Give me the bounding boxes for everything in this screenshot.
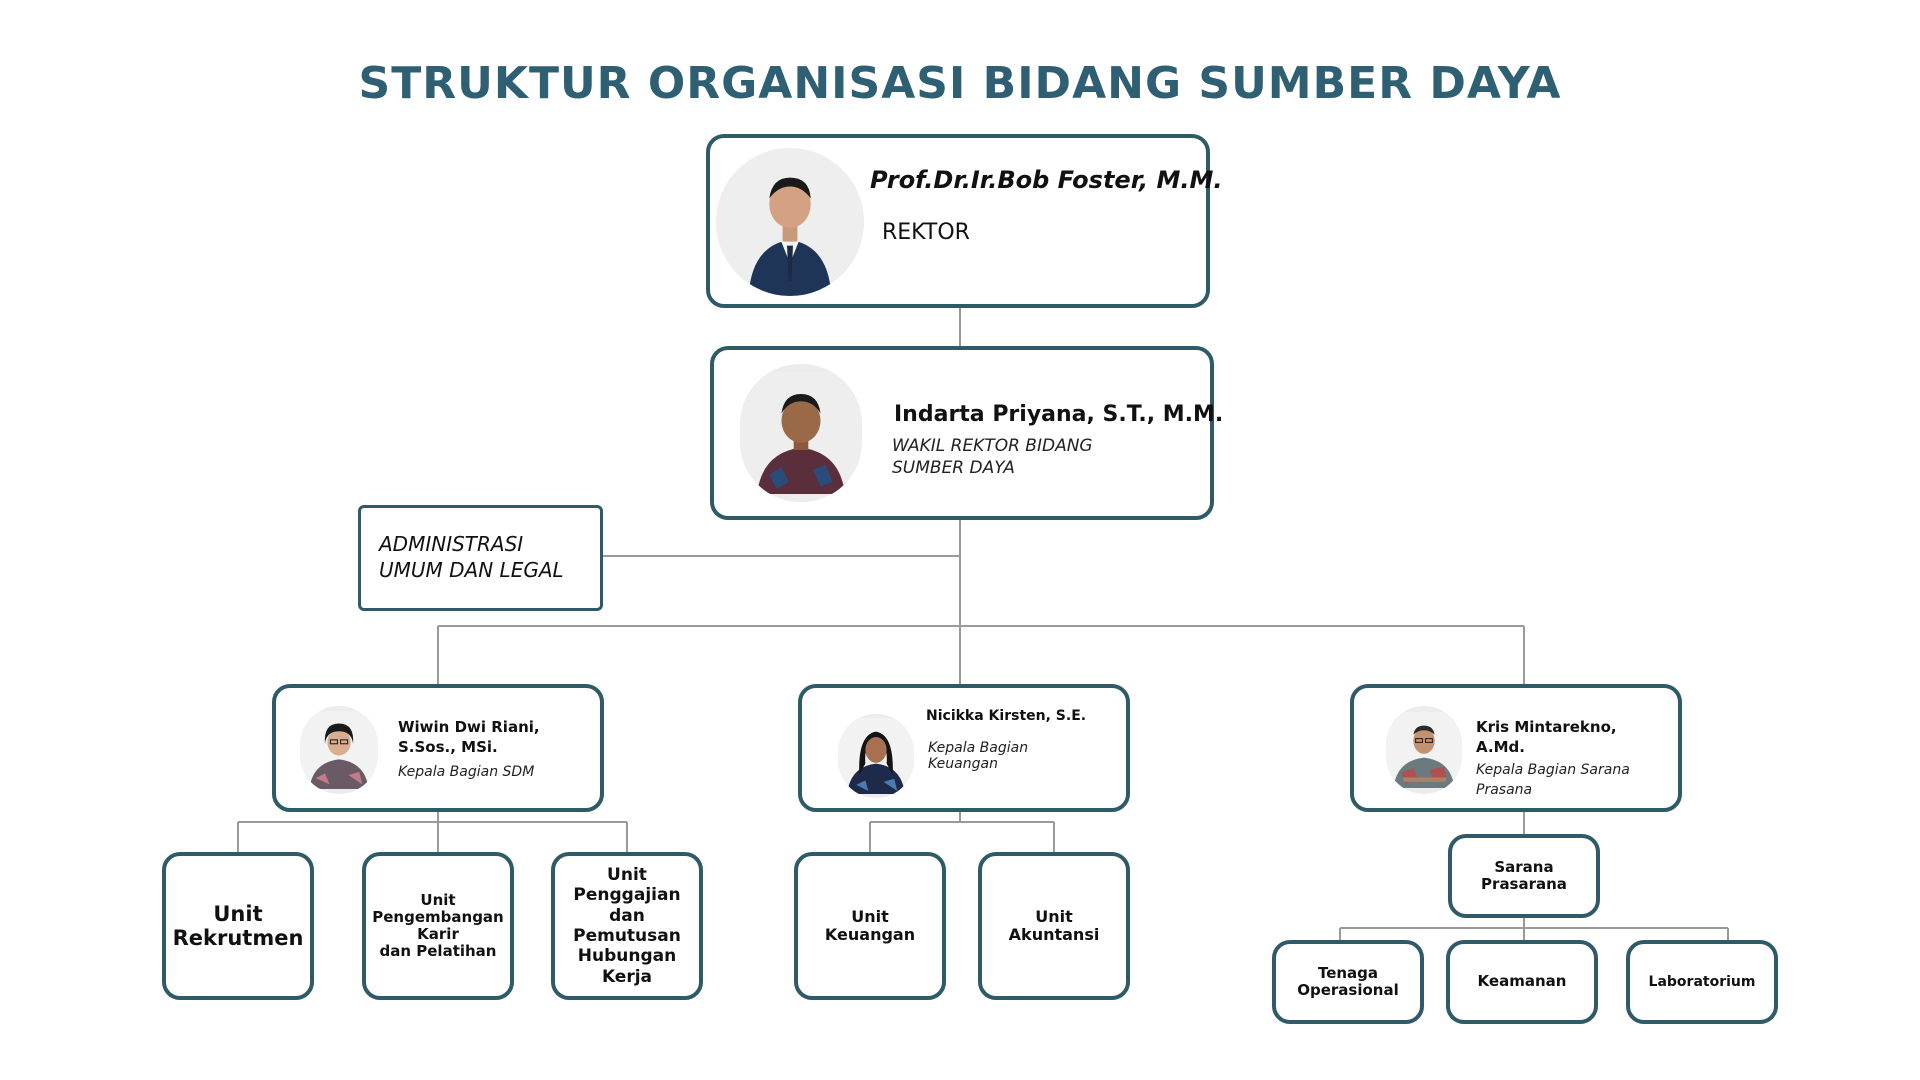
unit-laboratorium: Laboratorium [1626, 940, 1778, 1024]
kabag-sdm-name-line2: S.Sos., MSi. [398, 738, 498, 756]
unit-keamanan: Keamanan [1446, 940, 1598, 1024]
kabag-sdm-photo [300, 706, 378, 794]
kabag-sdm-card: Wiwin Dwi Riani, S.Sos., MSi. Kepala Bag… [272, 684, 604, 812]
unit-penggajian: Unit Penggajian dan Pemutusan Hubungan K… [551, 852, 703, 1000]
admin-line2: UMUM DAN LEGAL [379, 558, 564, 582]
kabag-sdm-name-line1: Wiwin Dwi Riani, [398, 718, 540, 736]
unit-tenaga-operasional: Tenaga Operasional [1272, 940, 1424, 1024]
kabag-sarpras-name-line1: Kris Mintarekno, [1476, 718, 1617, 736]
admin-umum-legal-box: ADMINISTRASI UMUM DAN LEGAL [358, 505, 603, 611]
kabag-keuangan-role-line2: Keuangan [928, 756, 998, 772]
wakil-rektor-card: Indarta Priyana, S.T., M.M. WAKIL REKTOR… [710, 346, 1223, 520]
admin-line1: ADMINISTRASI [379, 532, 524, 556]
kabag-sarpras-role-line2: Prasana [1476, 782, 1533, 798]
unit-keuangan: Unit Keuangan [794, 852, 946, 1000]
kabag-keuangan-name: Nicikka Kirsten, S.E. [926, 708, 1087, 724]
rektor-role: REKTOR [882, 220, 970, 245]
kabag-keuangan-role-line1: Kepala Bagian [928, 740, 1029, 756]
wakil-rektor-role-line1: WAKIL REKTOR BIDANG [892, 436, 1093, 456]
wakil-rektor-role-line2: SUMBER DAYA [892, 458, 1015, 478]
page-title: STRUKTUR ORGANISASI BIDANG SUMBER DAYA [358, 58, 1562, 109]
rektor-photo [716, 148, 864, 296]
unit-sarana-prasarana: Sarana Prasarana [1448, 834, 1600, 918]
unit-pengembangan-karir: Unit Pengembangan Karir dan Pelatihan [362, 852, 514, 1000]
kabag-sarpras-photo [1386, 706, 1462, 794]
rektor-card: Prof.Dr.Ir.Bob Foster, M.M. REKTOR [706, 134, 1223, 308]
wakil-rektor-photo [740, 364, 862, 502]
rektor-name: Prof.Dr.Ir.Bob Foster, M.M. [870, 166, 1223, 194]
kabag-sarpras-card: Kris Mintarekno, A.Md. Kepala Bagian Sar… [1350, 684, 1682, 812]
kabag-sarpras-name-line2: A.Md. [1476, 738, 1525, 756]
unit-akuntansi: Unit Akuntansi [978, 852, 1130, 1000]
kabag-keuangan-photo [838, 714, 914, 798]
unit-rekrutmen: Unit Rekrutmen [162, 852, 314, 1000]
wakil-rektor-name: Indarta Priyana, S.T., M.M. [894, 402, 1224, 427]
kabag-keuangan-card: Nicikka Kirsten, S.E. Kepala Bagian Keua… [798, 684, 1130, 812]
kabag-sarpras-role-line1: Kepala Bagian Sarana [1476, 762, 1630, 778]
kabag-sdm-role: Kepala Bagian SDM [398, 764, 535, 780]
